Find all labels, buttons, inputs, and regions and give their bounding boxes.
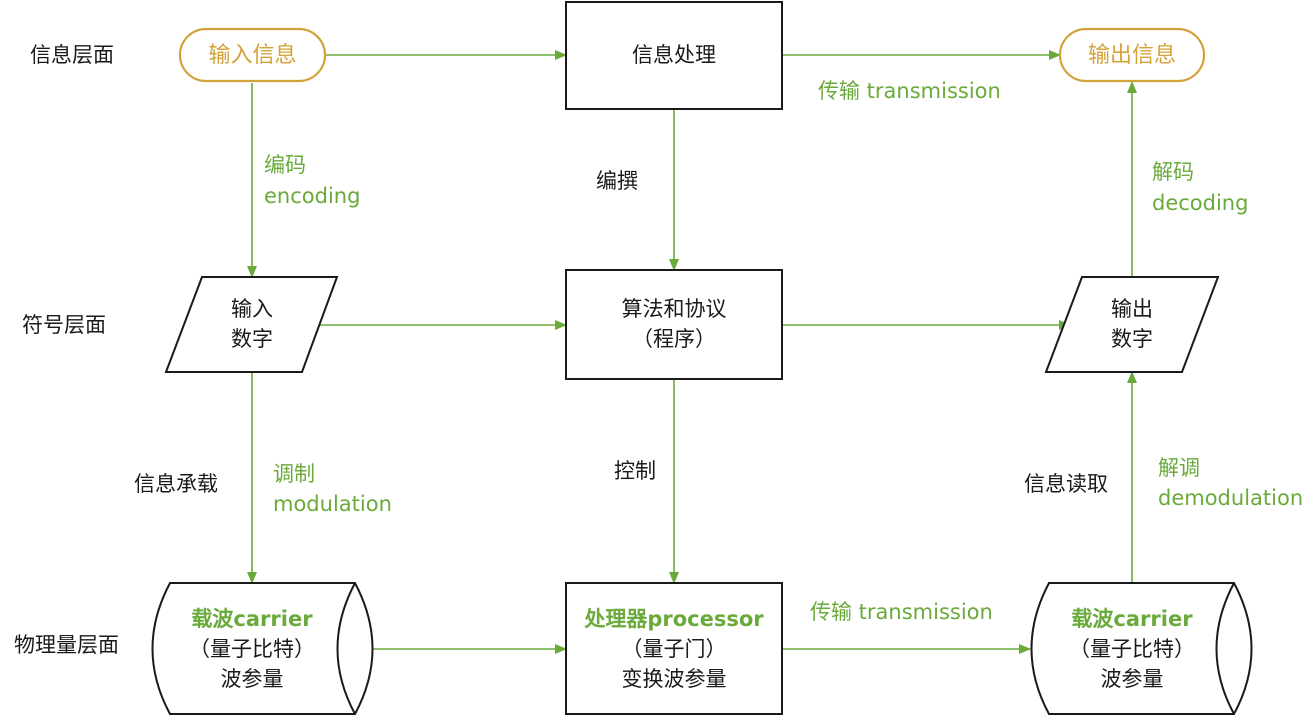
node-label-line-3: 波参量 xyxy=(1101,667,1164,691)
edge-label-encoding-cn: 编码 xyxy=(264,153,306,177)
edge-label-modulation-en: modulation xyxy=(273,492,392,516)
node-algorithm: 算法和协议 （程序） xyxy=(565,269,783,380)
edge-label-modulation-cn: 调制 xyxy=(273,462,315,486)
node-carrier-right: 载波carrier （量子比特） 波参量 xyxy=(1030,582,1253,715)
node-label-line-2: 数字 xyxy=(231,327,273,351)
stored-data-inner-curve xyxy=(336,582,356,715)
layer-label-symbol: 符号层面 xyxy=(22,313,106,337)
edge-label-transmission-top: 传输 transmission xyxy=(818,79,1001,103)
node-processor: 处理器processor （量子门） 变换波参量 xyxy=(565,582,783,715)
node-input-info: 输入信息 xyxy=(178,27,327,83)
stored-data-inner-curve xyxy=(1215,582,1235,715)
node-label-line-2: 数字 xyxy=(1111,327,1153,351)
node-label-line-1: 输出 xyxy=(1111,297,1153,321)
process-box xyxy=(565,1,783,110)
edge-label-info-bearing: 信息承载 xyxy=(134,472,218,496)
node-label-line-1: 算法和协议 xyxy=(622,297,727,321)
node-label: 信息处理 xyxy=(632,43,716,67)
node-label-line-2: （程序） xyxy=(632,327,716,351)
edges xyxy=(247,50,1137,654)
layer-label-physical: 物理量层面 xyxy=(14,633,119,657)
process-box xyxy=(565,582,783,715)
process-box xyxy=(565,269,783,380)
node-label-line-1: 输入 xyxy=(231,297,273,321)
node-label-line-1: 载波carrier xyxy=(1071,607,1193,631)
terminal-shape xyxy=(1058,27,1206,83)
node-label-line-2: （量子门） xyxy=(622,637,727,661)
node-label: 输出信息 xyxy=(1088,43,1176,68)
edge-label-transmission-bottom: 传输 transmission xyxy=(810,600,993,624)
node-output-info: 输出信息 xyxy=(1058,27,1206,83)
terminal-shape xyxy=(178,27,327,83)
node-label-line-1: 载波carrier xyxy=(191,607,313,631)
layer-label-information: 信息层面 xyxy=(30,43,114,67)
node-info-process: 信息处理 xyxy=(565,1,783,110)
edge-label-info-read: 信息读取 xyxy=(1024,472,1108,496)
node-output-digits: 输出 数字 xyxy=(1044,276,1220,373)
edge-label-demodulation-cn: 解调 xyxy=(1158,456,1200,480)
node-label: 输入信息 xyxy=(208,43,296,68)
node-carrier-left: 载波carrier （量子比特） 波参量 xyxy=(151,582,374,715)
node-input-digits: 输入 数字 xyxy=(164,276,339,373)
edge-label-demodulation-en: demodulation xyxy=(1158,486,1303,510)
node-label-line-2: （量子比特） xyxy=(189,637,315,661)
data-parallelogram xyxy=(1044,276,1220,373)
edge-label-decoding-en: decoding xyxy=(1152,191,1248,215)
edge-label-control: 控制 xyxy=(614,459,656,483)
node-label-line-3: 变换波参量 xyxy=(622,667,727,691)
data-parallelogram xyxy=(164,276,339,373)
edge-label-decoding-cn: 解码 xyxy=(1152,160,1194,184)
node-label-line-1: 处理器processor xyxy=(583,607,764,631)
node-label-line-3: 波参量 xyxy=(221,667,284,691)
node-label-line-2: （量子比特） xyxy=(1069,637,1195,661)
edge-label-encoding-en: encoding xyxy=(264,184,360,208)
edge-label-compose: 编撰 xyxy=(596,169,638,193)
